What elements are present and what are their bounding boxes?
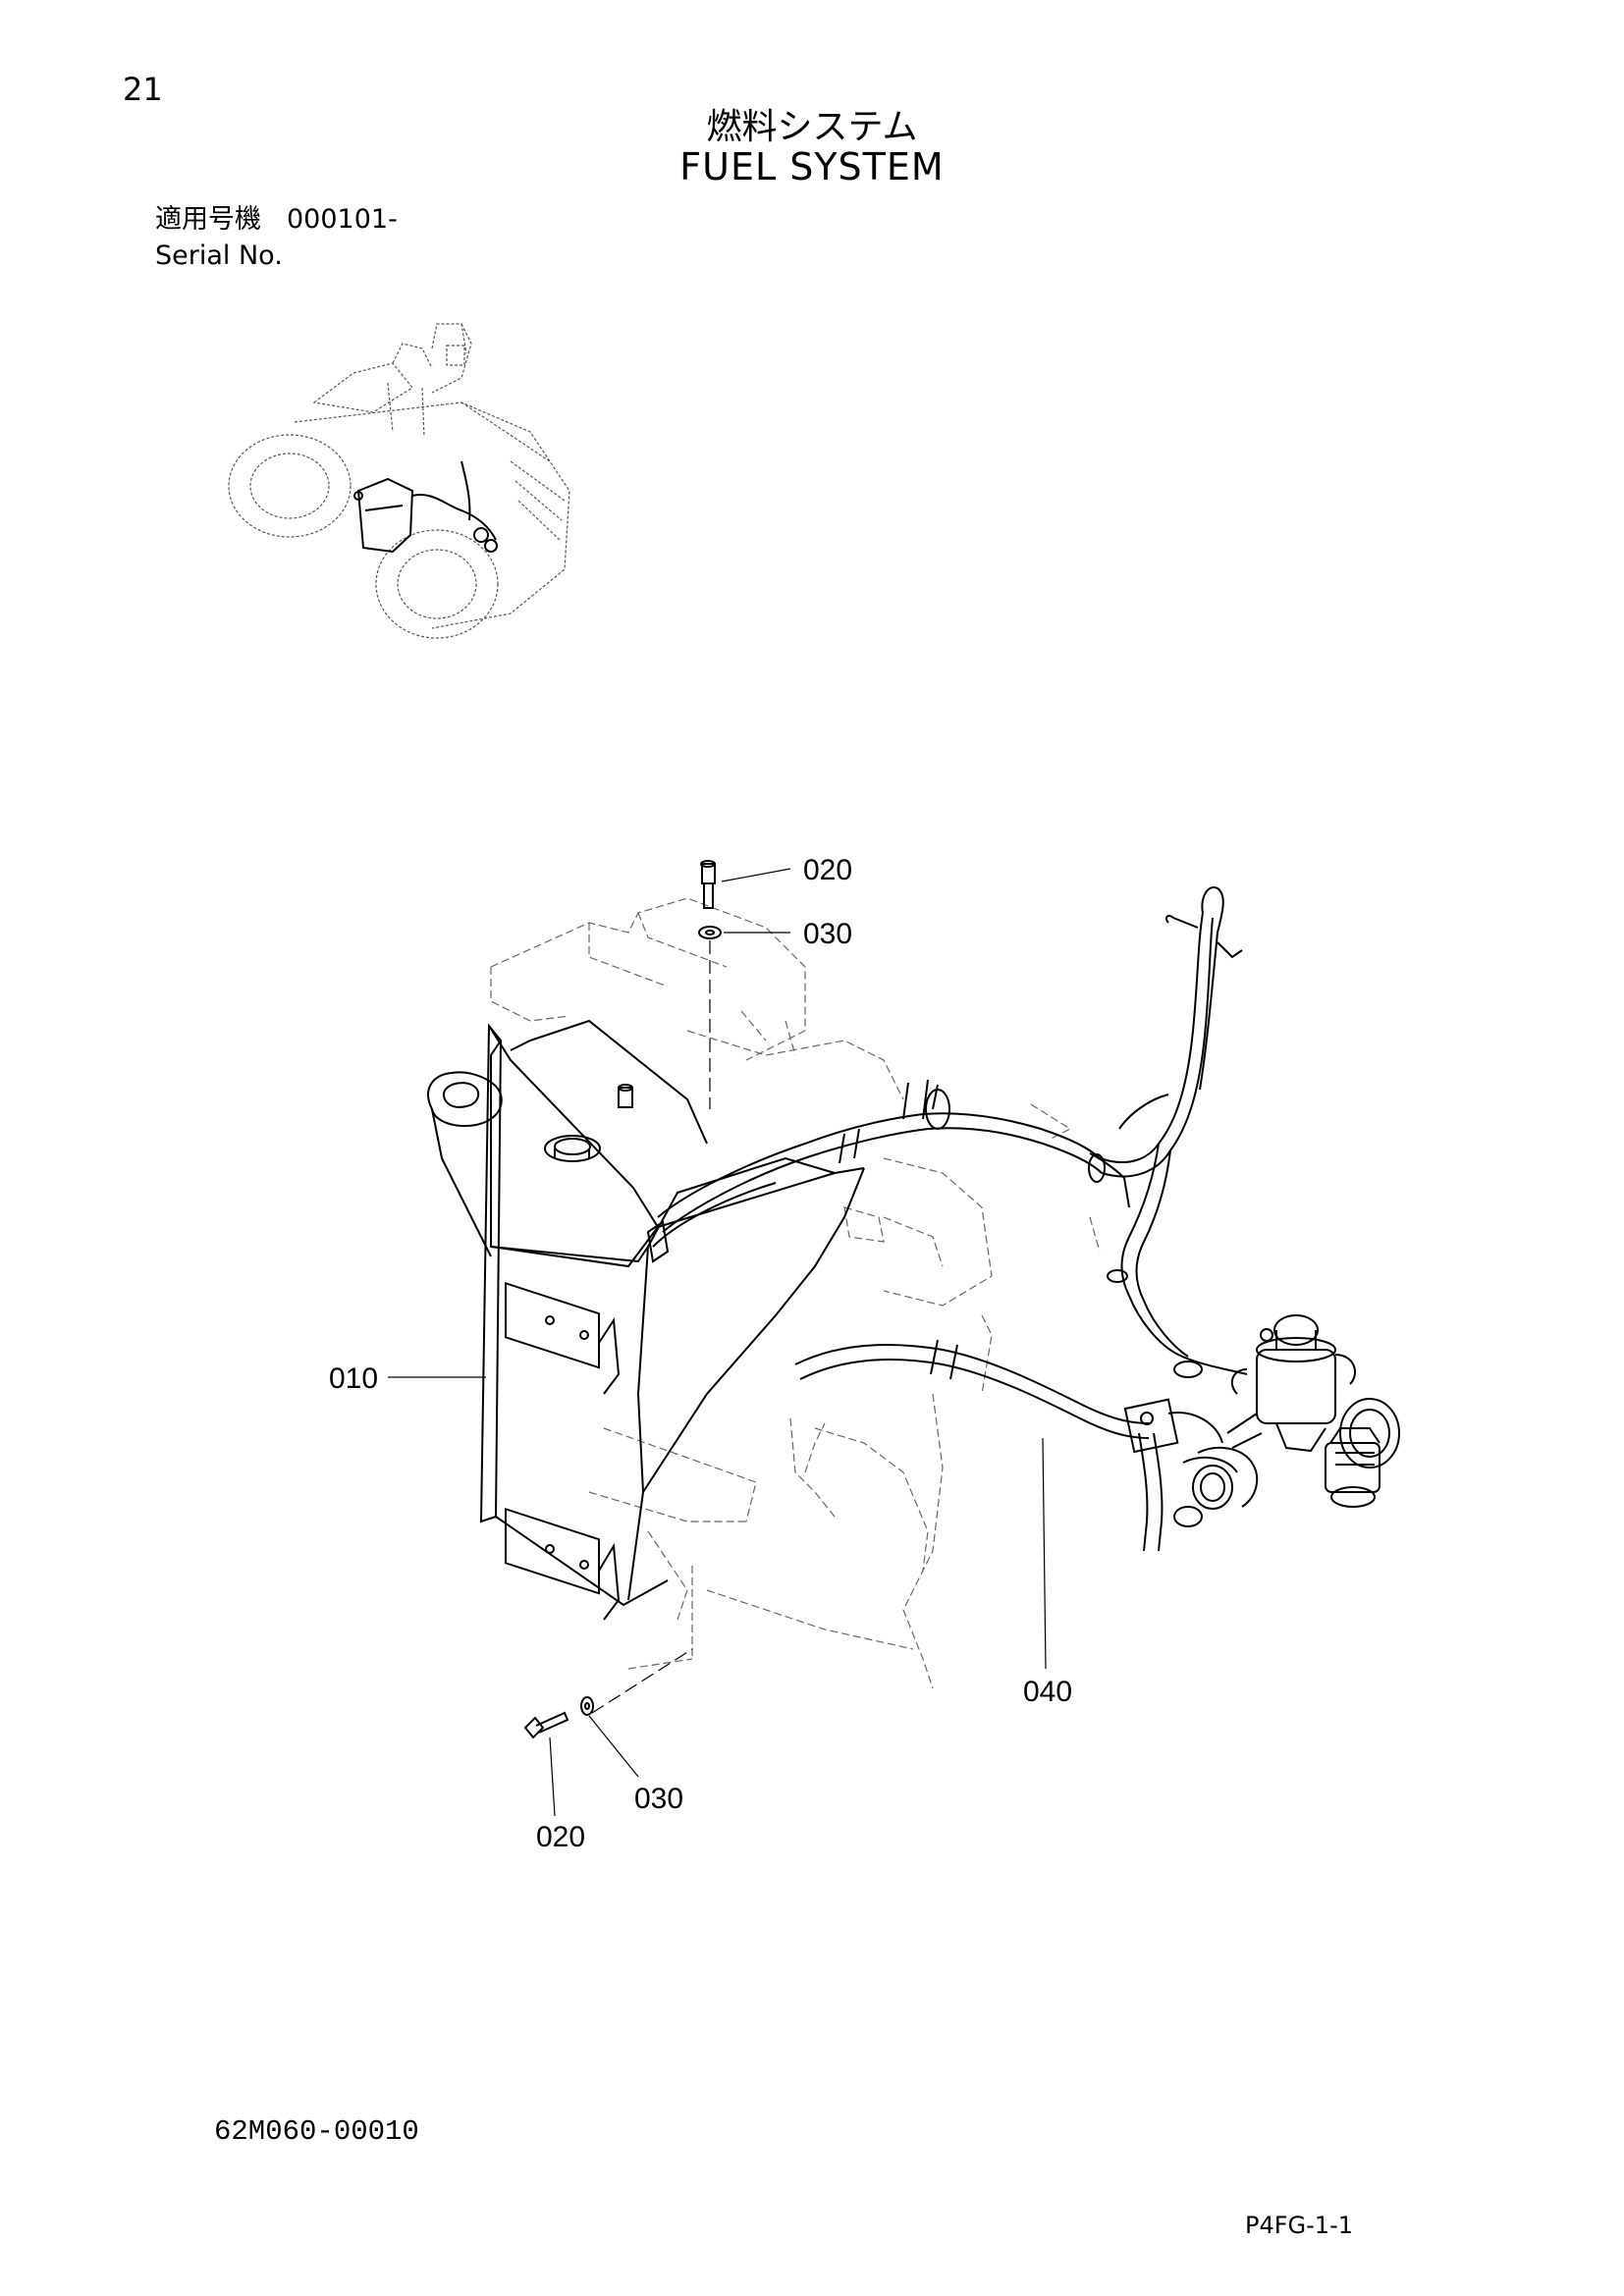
fuel-pump-filter	[1123, 1314, 1400, 1527]
callout-010: 010	[329, 1362, 378, 1395]
drawing-number: 62M060-00010	[214, 2115, 419, 2148]
machine-location-thumbnail	[228, 323, 570, 639]
serial-block: 適用号機 000101- Serial No.	[155, 201, 423, 274]
callout-030-top: 030	[803, 918, 852, 950]
fuel-tank	[427, 1019, 865, 1621]
washer-bottom-part	[580, 1696, 594, 1716]
fuel-hose-assembly	[646, 886, 1248, 1552]
leader-lines	[388, 868, 1047, 1817]
title-japanese: 燃料システム	[706, 107, 918, 147]
page-code: P4FG-1-1	[1245, 2212, 1354, 2239]
page-number: 21	[123, 71, 163, 108]
title-english: FUEL SYSTEM	[679, 145, 945, 188]
bolt-top-part	[700, 860, 716, 909]
washer-top-part	[698, 926, 722, 939]
bolt-bottom-part	[523, 1711, 569, 1739]
callout-020-top: 020	[803, 854, 852, 886]
thumbnail-highlighted-fuel-system	[353, 460, 498, 554]
callout-040: 040	[1023, 1676, 1072, 1708]
machine-frame-outline	[490, 897, 1101, 1689]
serial-label-jp: 適用号機	[155, 204, 261, 235]
serial-value: 000101-	[287, 204, 398, 235]
serial-label-en: Serial No.	[155, 240, 283, 271]
callout-020-bottom: 020	[536, 1821, 585, 1853]
callout-030-bottom: 030	[634, 1783, 683, 1815]
